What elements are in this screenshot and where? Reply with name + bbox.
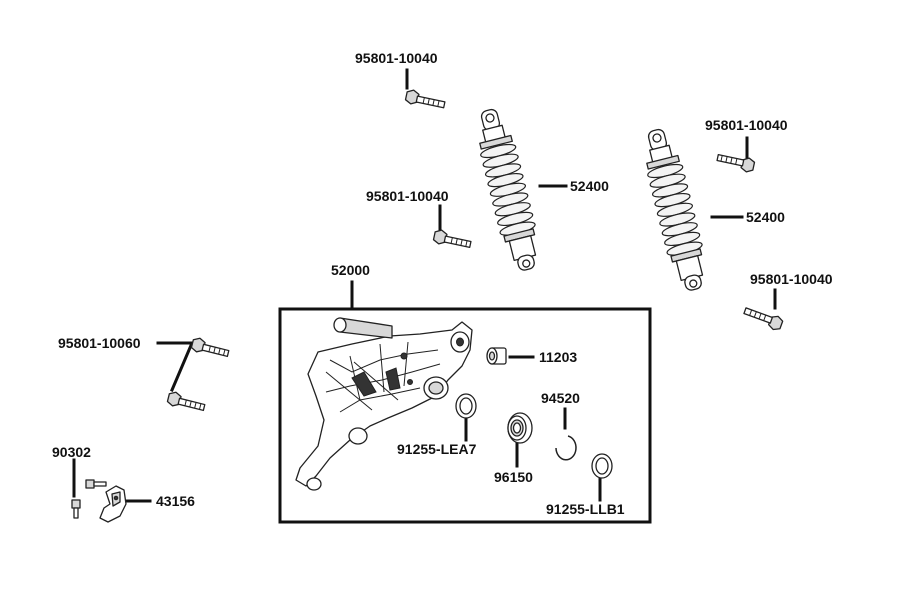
label-circlip: 94520	[541, 390, 580, 406]
bolt-top-part	[404, 89, 446, 109]
label-shock-right: 52400	[746, 209, 785, 225]
shock-right-part	[646, 128, 704, 291]
bracket-part	[99, 485, 127, 523]
leader-lines	[72, 68, 777, 503]
swingarm-part	[295, 317, 473, 491]
label-bolt-right-top: 95801-10040	[705, 117, 788, 133]
label-seal-right: 91255-LLB1	[546, 501, 625, 517]
label-shock-left: 52400	[570, 178, 609, 194]
label-screw: 90302	[52, 444, 91, 460]
bearing-part	[507, 412, 533, 444]
label-seal-left: 91255-LEA7	[397, 441, 477, 457]
bolt-mid-part	[432, 229, 472, 249]
bolt-right-top-part	[716, 153, 756, 173]
label-bearing: 96150	[494, 469, 533, 485]
label-swingarm: 52000	[331, 262, 370, 278]
seal-right-part	[591, 453, 613, 479]
label-bolt-top: 95801-10040	[355, 50, 438, 66]
shock-left-part	[479, 108, 537, 271]
swingarm-group-box	[278, 307, 652, 524]
label-bolt-pair: 95801-10060	[58, 335, 141, 351]
bolt-pair-upper-part	[190, 337, 230, 358]
screw-part	[71, 479, 107, 519]
label-bolt-mid: 95801-10040	[366, 188, 449, 204]
label-bracket: 43156	[156, 493, 195, 509]
bolt-right-bottom-part	[743, 307, 784, 331]
circlip-part	[555, 435, 577, 461]
label-bushing: 11203	[539, 349, 577, 365]
bolt-pair-lower-part	[166, 391, 206, 412]
bushing-part	[486, 347, 507, 365]
seal-left-part	[455, 393, 477, 419]
part-labels: 95801-10040 52400 95801-10040 95801-1004…	[52, 50, 833, 517]
label-bolt-right-bottom: 95801-10040	[750, 271, 833, 287]
